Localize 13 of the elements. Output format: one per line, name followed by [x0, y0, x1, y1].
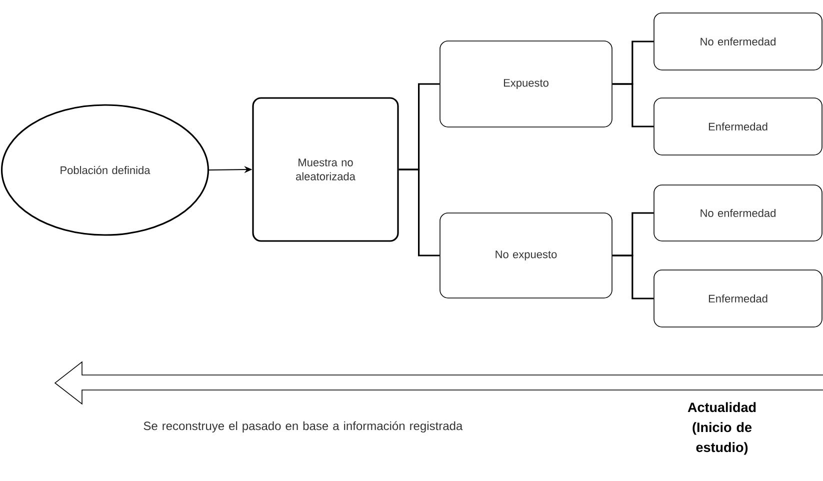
- connector: [612, 83, 654, 128]
- note-text: Se reconstruye el pasado en base a información registrada: [144, 421, 463, 433]
- outcome-box: Enfermedad: [654, 98, 822, 156]
- timepoint-label: Actualidad (Inicio de estudio): [688, 402, 756, 455]
- process-box: Expuesto: [440, 40, 612, 128]
- process-box: No expuesto: [440, 212, 612, 298]
- process-box: Muestra no aleatorizada: [252, 97, 399, 242]
- outcome-box: Enfermedad: [654, 270, 822, 328]
- connector: [612, 254, 654, 300]
- ellipse-node: Población definida: [0, 104, 210, 236]
- outcome-box: No enfermedad: [654, 184, 822, 242]
- connector: [398, 168, 440, 256]
- outcome-box: No enfermedad: [654, 12, 822, 70]
